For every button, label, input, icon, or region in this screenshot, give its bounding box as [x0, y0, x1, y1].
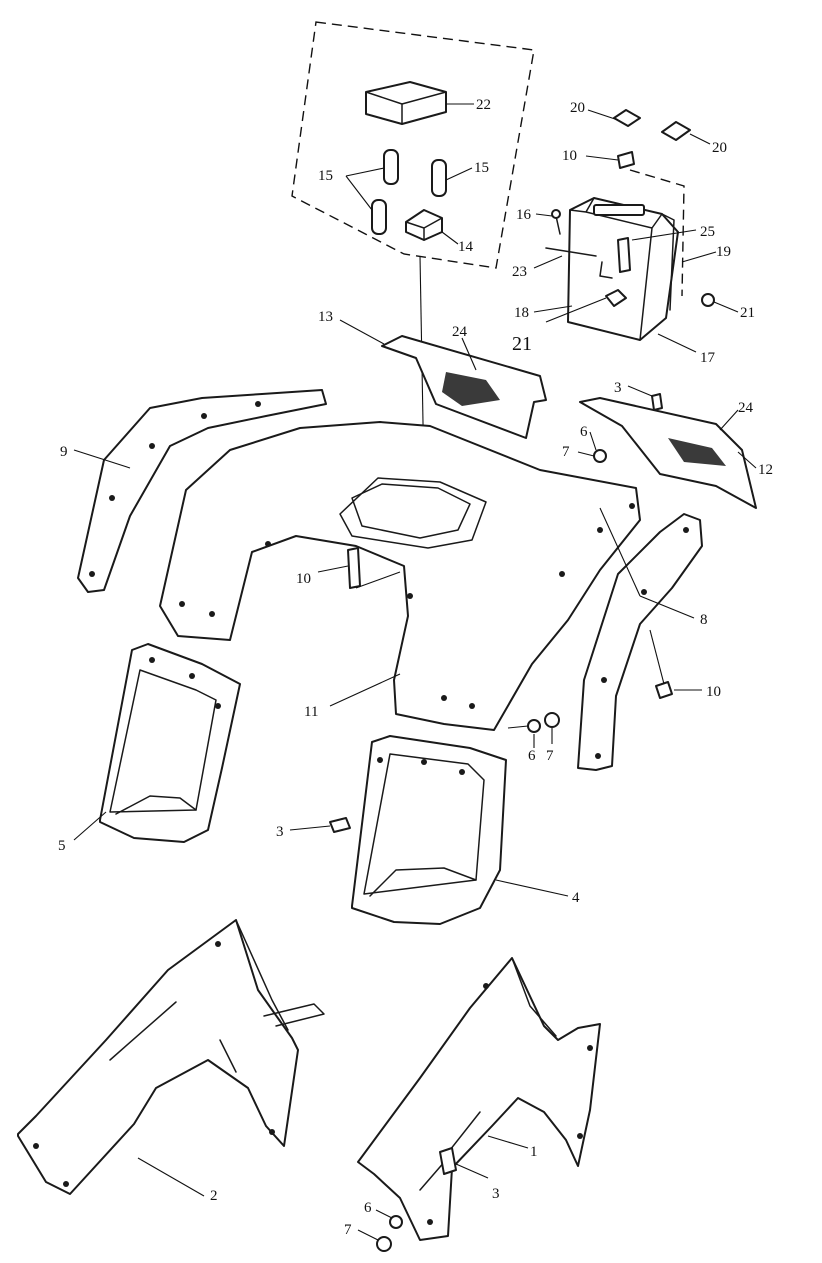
- label-8: 8: [700, 612, 708, 628]
- part-11-rear-fender: [159, 421, 641, 731]
- label-6-top: 6: [580, 424, 588, 440]
- part-20-clip-a: [613, 109, 641, 127]
- label-9: 9: [60, 444, 68, 460]
- part-21-nut-a: [605, 289, 627, 307]
- label-21-right: 21: [740, 305, 755, 321]
- label-18: 18: [514, 305, 529, 321]
- label-4: 4: [572, 890, 580, 906]
- label-10-mid: 10: [296, 571, 311, 587]
- label-7-mid: 7: [546, 748, 554, 764]
- label-16: 16: [516, 207, 532, 223]
- label-15-left: 15: [318, 168, 333, 184]
- part-24-grille-a: [442, 372, 500, 406]
- label-24-right: 24: [738, 400, 754, 416]
- part-7-nut-c: [376, 1236, 392, 1252]
- part-16-screw: [551, 209, 561, 219]
- part-10-bolt-c: [655, 681, 673, 699]
- part-15-seals: [371, 149, 447, 235]
- part-3-screw-b: [329, 817, 351, 833]
- label-7-bottom: 7: [344, 1222, 352, 1238]
- part-6-washer-a: [527, 719, 541, 733]
- callout-labels: 22 15 15 14 20 20 10 16 25 19 23 18 21 2…: [58, 97, 773, 1238]
- label-3-top: 3: [614, 380, 622, 396]
- inset-group: [291, 21, 535, 479]
- part-3-screw-c: [439, 1147, 457, 1175]
- part-5-footwell: [73, 643, 241, 843]
- label-7-top: 7: [562, 444, 570, 460]
- label-15-right: 15: [474, 160, 489, 176]
- part-6-washer-b: [389, 1215, 403, 1229]
- label-14: 14: [458, 239, 474, 255]
- part-9-flare: [73, 389, 327, 593]
- battery-box-group: [533, 109, 739, 353]
- part-7-nut-b: [544, 712, 560, 728]
- label-21-left: 21: [512, 333, 532, 355]
- label-19: 19: [716, 244, 731, 260]
- part-7-nut-a: [593, 449, 607, 463]
- label-10-right: 10: [706, 684, 721, 700]
- label-3-bottom: 3: [492, 1186, 500, 1202]
- label-2: 2: [210, 1188, 218, 1204]
- part-14-clip: [405, 209, 443, 241]
- label-17: 17: [700, 350, 716, 366]
- label-23: 23: [512, 264, 527, 280]
- label-22: 22: [476, 97, 491, 113]
- label-11: 11: [304, 704, 318, 720]
- part-20-clip-b: [661, 121, 691, 141]
- label-6-mid: 6: [528, 748, 536, 764]
- part-3-screw-a: [651, 393, 663, 411]
- part-1-lower-fender: [357, 957, 601, 1252]
- label-3-mid: 3: [276, 824, 284, 840]
- part-24-grille-b: [668, 438, 726, 466]
- part-4-footwell: [289, 712, 569, 925]
- part-12-side-cover: [577, 385, 757, 509]
- label-20-left: 20: [570, 100, 585, 116]
- label-6-bottom: 6: [364, 1200, 372, 1216]
- label-12: 12: [758, 462, 773, 478]
- label-1: 1: [530, 1144, 538, 1160]
- part-22-block: [365, 81, 447, 125]
- label-20-right: 20: [712, 140, 727, 156]
- part-10-bolt-b: [347, 547, 361, 589]
- label-10-top: 10: [562, 148, 577, 164]
- label-13: 13: [318, 309, 333, 325]
- label-25: 25: [700, 224, 715, 240]
- label-24-left: 24: [452, 324, 468, 340]
- part-13-side-cover: [339, 319, 547, 439]
- part-21-nut-b: [701, 293, 715, 307]
- part-16-23-bolts: [545, 215, 613, 279]
- part-2-lower-fender: [17, 919, 325, 1197]
- part-8-flare: [577, 507, 703, 771]
- part-25-bolt: [617, 237, 631, 273]
- part-10-bolt-a: [617, 151, 635, 169]
- label-5: 5: [58, 838, 66, 854]
